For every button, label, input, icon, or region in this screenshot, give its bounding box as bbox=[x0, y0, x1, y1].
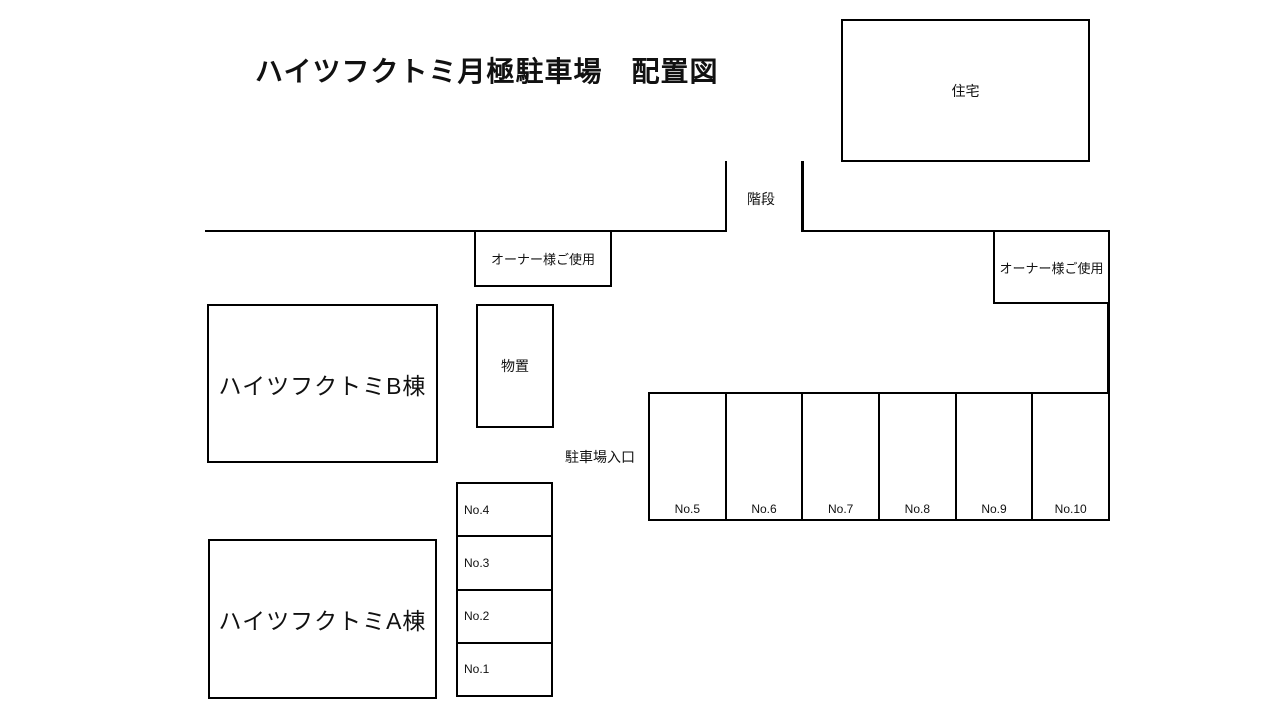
parking-space-1-label: No.1 bbox=[464, 662, 490, 677]
parking-space-2: No.2 bbox=[458, 591, 551, 644]
house-box: 住宅 bbox=[841, 19, 1090, 162]
right-boundary-connector-line bbox=[1107, 303, 1110, 394]
parking-space-4-label: No.4 bbox=[464, 502, 490, 517]
boundary-line-right bbox=[801, 230, 1110, 232]
parking-space-8: No.8 bbox=[880, 394, 957, 519]
building-b-label: ハイツフクトミB棟 bbox=[218, 372, 427, 399]
parking-space-3: No.3 bbox=[458, 537, 551, 591]
parking-space-3-label: No.3 bbox=[464, 555, 490, 570]
parking-space-5: No.5 bbox=[650, 394, 727, 519]
parking-space-9: No.9 bbox=[957, 394, 1034, 519]
page-title: ハイツフクトミ月極駐車場 配置図 bbox=[255, 56, 719, 87]
parking-space-9-label: No.9 bbox=[981, 502, 1007, 516]
shed-box: 物置 bbox=[476, 304, 554, 428]
parking-space-6: No.6 bbox=[727, 394, 804, 519]
parking-space-2-label: No.2 bbox=[464, 609, 490, 624]
parking-space-10: No.10 bbox=[1033, 394, 1108, 519]
shed-label: 物置 bbox=[501, 358, 529, 374]
stairs-left-wall-line bbox=[725, 161, 727, 232]
parking-space-5-label: No.5 bbox=[674, 502, 701, 516]
stairs-label: 階段 bbox=[747, 191, 775, 207]
owner-use-right-label: オーナー様ご使用 bbox=[999, 260, 1104, 276]
parking-row: No.5 No.6 No.7 No.8 No.9 No.10 bbox=[648, 392, 1110, 521]
house-label: 住宅 bbox=[951, 82, 980, 99]
parking-space-6-label: No.6 bbox=[751, 502, 777, 516]
entrance-label: 駐車場入口 bbox=[565, 449, 635, 465]
stairs-right-wall-line bbox=[801, 161, 804, 232]
parking-space-7-label: No.7 bbox=[828, 502, 854, 516]
owner-use-box-left: オーナー様ご使用 bbox=[474, 230, 612, 287]
building-a-box: ハイツフクトミA棟 bbox=[208, 539, 437, 699]
building-a-label: ハイツフクトミA棟 bbox=[218, 608, 427, 634]
parking-space-7: No.7 bbox=[803, 394, 881, 519]
parking-space-4: No.4 bbox=[458, 484, 551, 538]
boundary-line-left bbox=[205, 230, 727, 232]
owner-use-left-label: オーナー様ご使用 bbox=[490, 252, 595, 267]
owner-use-box-right: オーナー様ご使用 bbox=[993, 230, 1110, 304]
building-b-box: ハイツフクトミB棟 bbox=[207, 304, 438, 463]
parking-space-8-label: No.8 bbox=[904, 502, 931, 516]
parking-space-1: No.1 bbox=[458, 644, 551, 695]
parking-space-10-label: No.10 bbox=[1054, 502, 1087, 516]
parking-stack: No.4 No.3 No.2 No.1 bbox=[456, 482, 553, 697]
